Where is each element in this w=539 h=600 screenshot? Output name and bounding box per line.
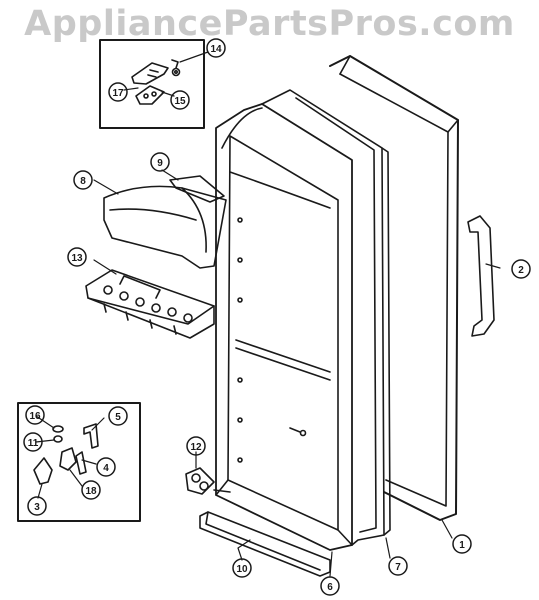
callout-6: 6 [327, 582, 333, 593]
part-9-flap [169, 175, 225, 203]
callout-1: 1 [459, 540, 465, 551]
callout-circles [23, 38, 531, 596]
callout-2: 2 [518, 265, 524, 276]
hardware-inset-box [17, 402, 141, 522]
callout-5: 5 [115, 412, 121, 423]
callout-14: 14 [210, 44, 222, 55]
callout-7: 7 [395, 562, 401, 573]
part-8-shelf-cover [103, 185, 227, 269]
hinge-inset-box [99, 39, 205, 129]
callout-16: 16 [29, 411, 41, 422]
callout-4: 4 [103, 463, 109, 474]
callout-15: 15 [174, 96, 186, 107]
part-7-gasket [261, 89, 391, 546]
callout-3: 3 [34, 502, 40, 513]
callout-9: 9 [157, 158, 163, 169]
callout-10: 10 [236, 564, 248, 575]
callout-18: 18 [85, 486, 97, 497]
part-6-door-liner [215, 103, 353, 551]
part-12-hinge-pin [185, 467, 231, 495]
callout-8: 8 [80, 176, 86, 187]
callout-13: 13 [71, 253, 83, 264]
callout-12: 12 [190, 442, 202, 453]
part-2-handle [467, 215, 495, 337]
part-10-trim-strip [199, 511, 331, 577]
callout-11: 11 [28, 438, 39, 449]
leader-lines [35, 51, 501, 577]
part-13-egg-tray [85, 269, 215, 339]
callout-17: 17 [112, 88, 124, 99]
watermark: AppliancePartsPros.com [24, 4, 515, 44]
part-1-outer-door [329, 55, 459, 521]
